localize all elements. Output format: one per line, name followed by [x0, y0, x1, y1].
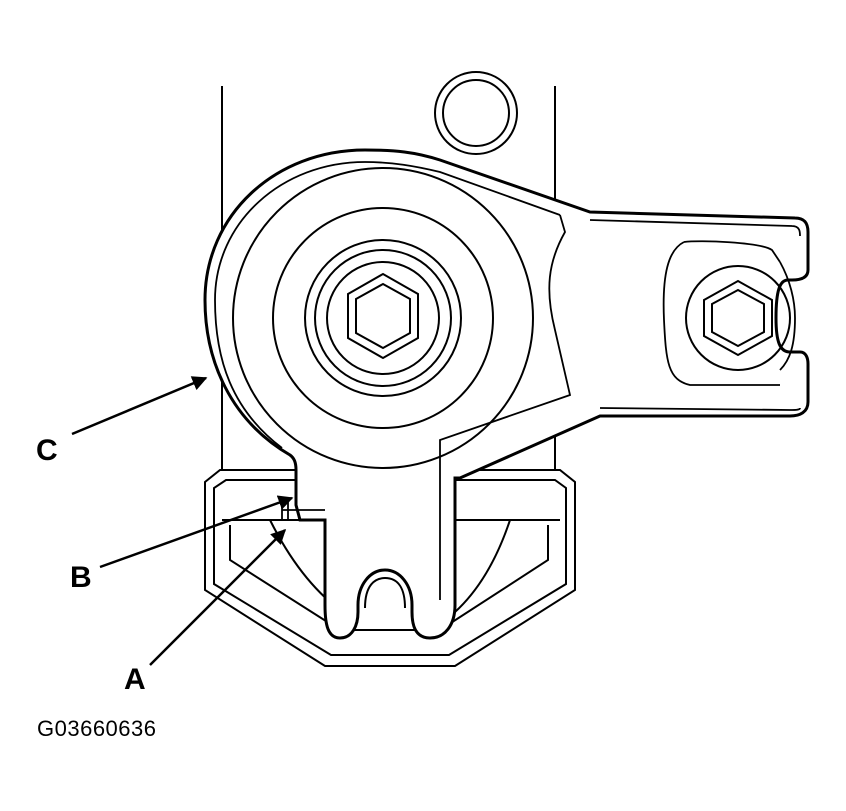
center-hex-bolt [347, 272, 419, 360]
callout-arrows [71, 376, 294, 666]
callout-label-c: C [36, 434, 58, 467]
arrow-a [149, 528, 287, 666]
callout-label-a: A [124, 663, 146, 696]
figure-code: G03660636 [37, 716, 157, 741]
end-hex-bolt [685, 265, 791, 371]
hub-rings [232, 167, 534, 469]
top-hole [434, 71, 518, 155]
fork-slot [364, 576, 406, 609]
bracket-inner-contour [214, 161, 801, 600]
arrow-c [71, 376, 208, 436]
bracket-body [203, 148, 810, 640]
callout-label-b: B [70, 561, 92, 594]
arrow-b [99, 495, 294, 569]
